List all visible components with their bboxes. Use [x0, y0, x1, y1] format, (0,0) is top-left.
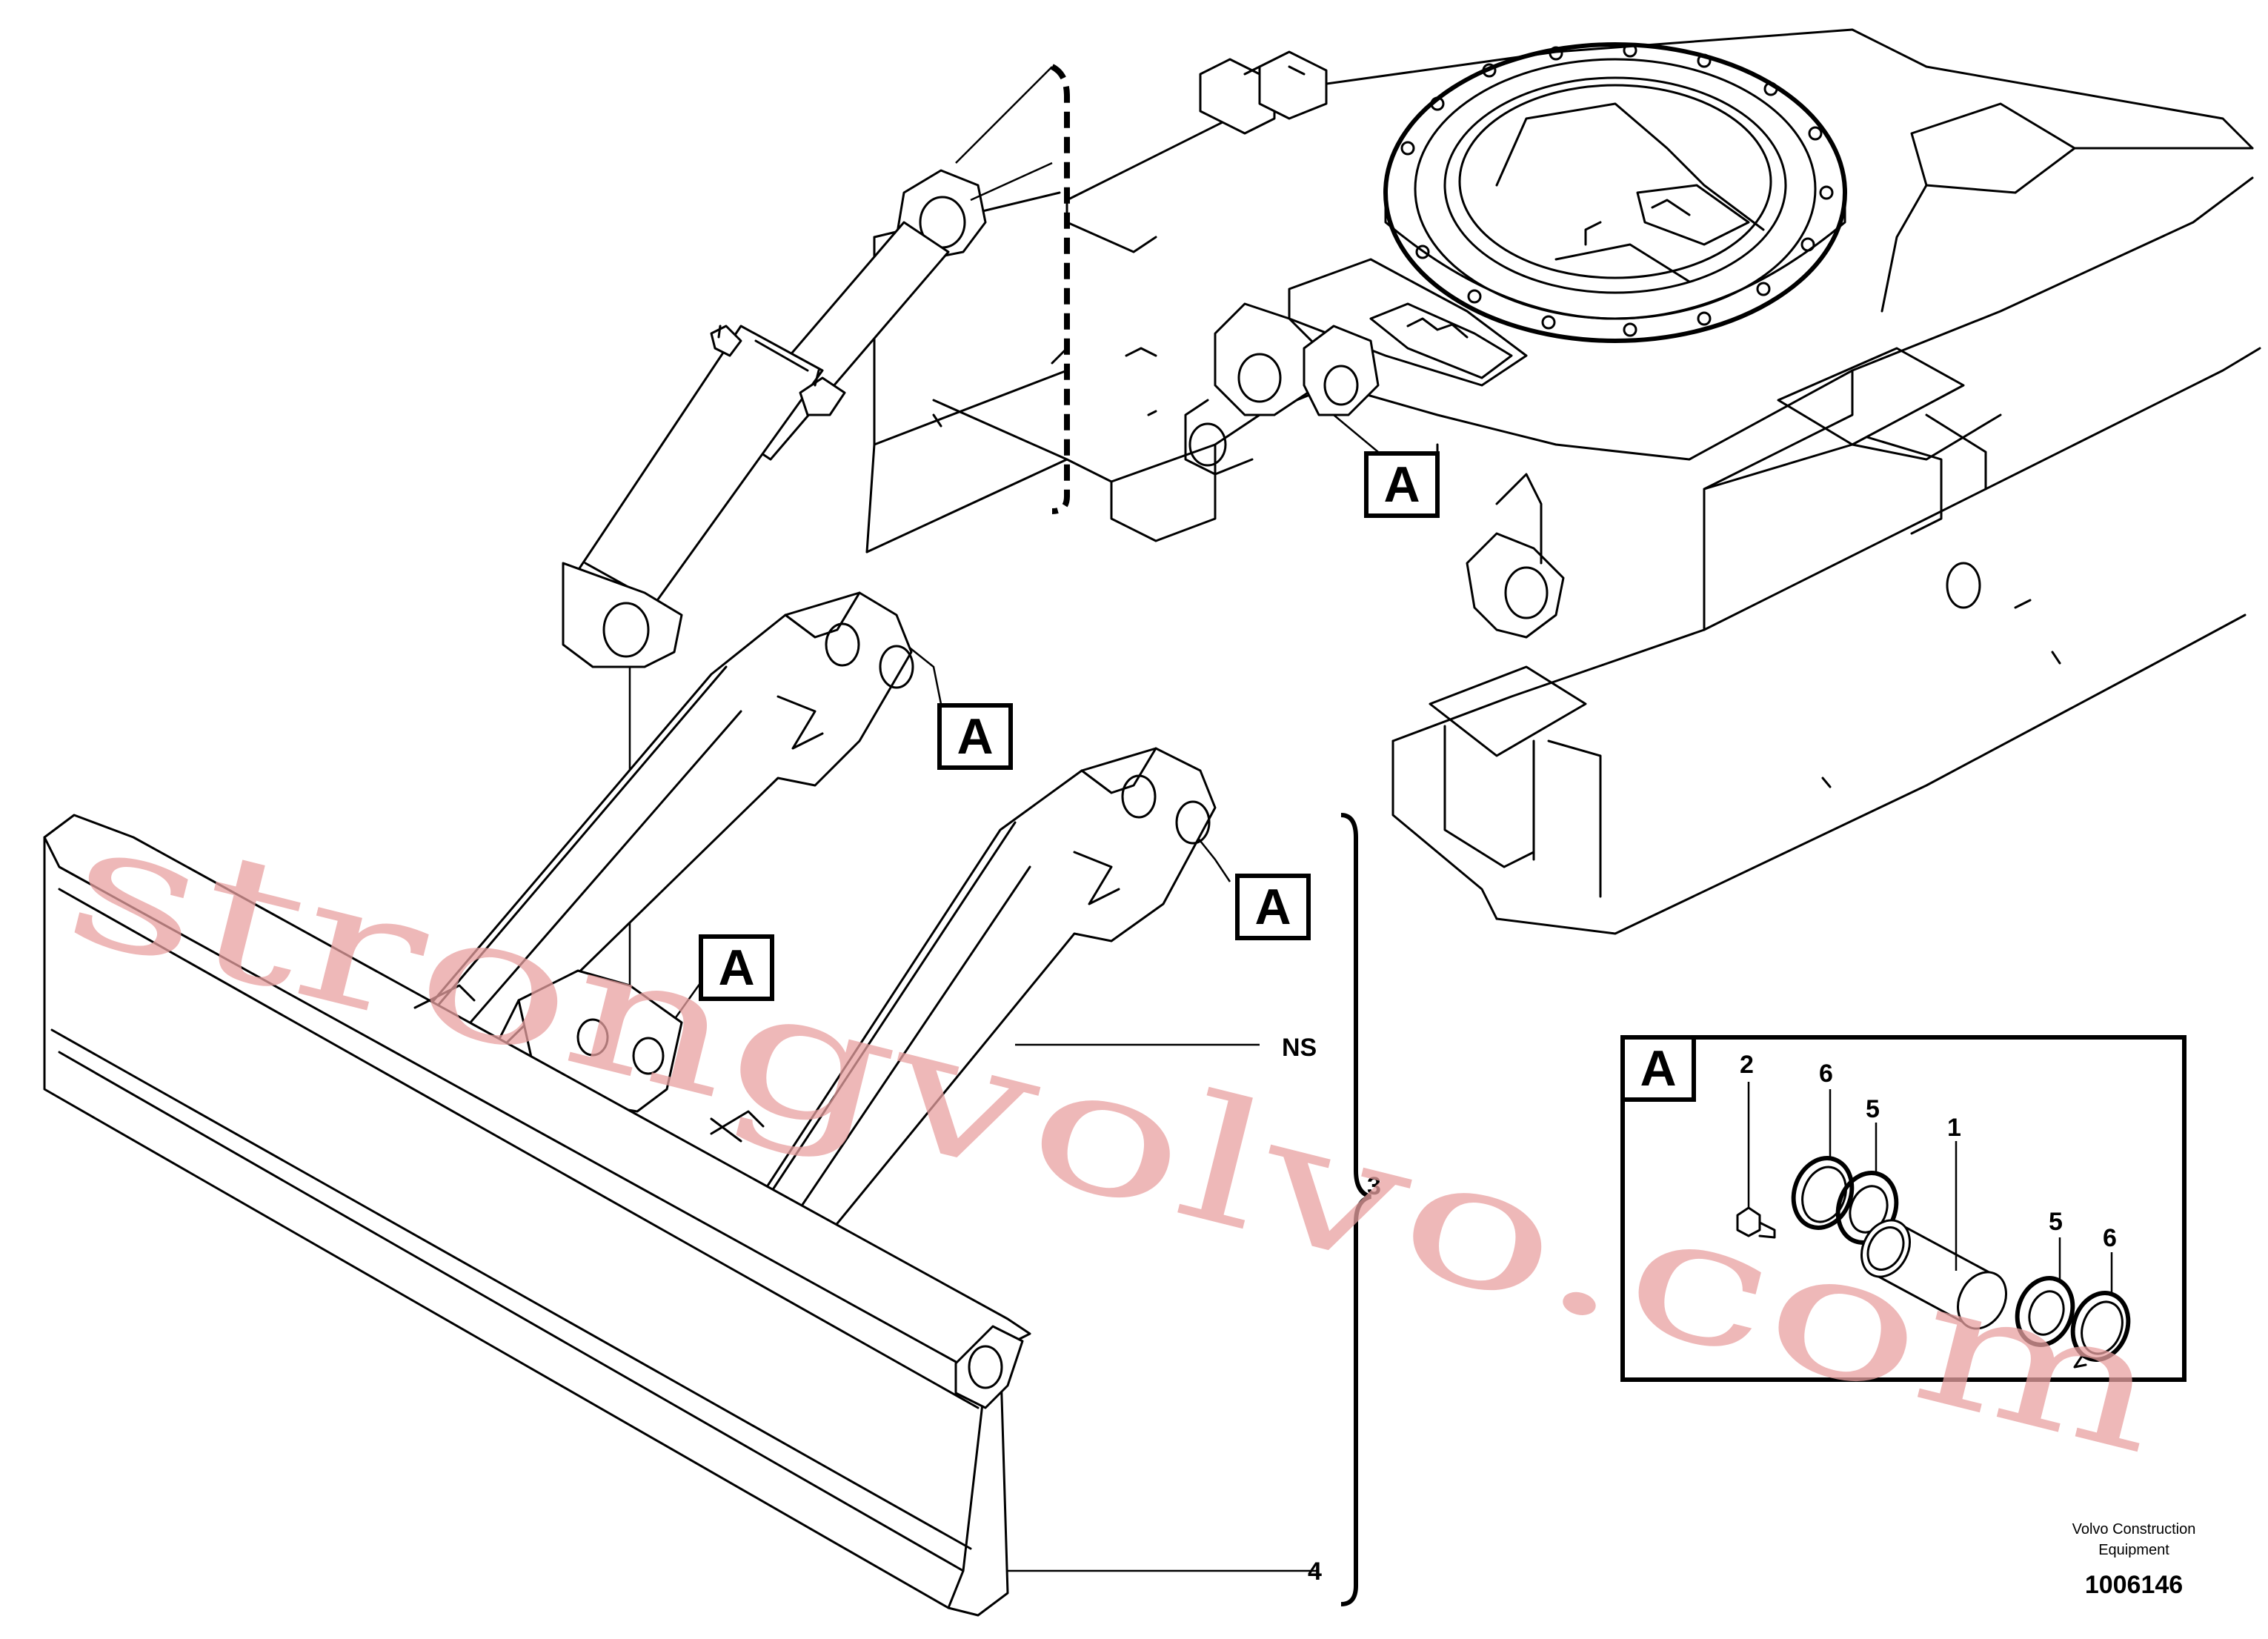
- washer-5-right: [2015, 1276, 2075, 1347]
- washer-5-left: [1835, 1171, 1899, 1245]
- callout-a-arm2: A: [1235, 874, 1311, 940]
- svg-text:A: A: [718, 940, 754, 996]
- undercarriage-frame: [865, 28, 2261, 935]
- company-line-1: Volvo Construction: [2072, 1521, 2196, 1537]
- svg-text:A: A: [1383, 456, 1420, 513]
- label-2: 2: [1740, 1051, 1754, 1079]
- detail-a-inset: A 2 6 5 1 5 6: [1620, 1035, 2186, 1382]
- ring-6-left: [1791, 1156, 1855, 1230]
- callout-a-top: A: [1364, 451, 1440, 518]
- callout-a-arm1: A: [937, 703, 1013, 770]
- svg-text:A: A: [1254, 879, 1291, 935]
- pin-1: [1860, 1219, 2007, 1330]
- label-5a: 5: [1866, 1095, 1880, 1123]
- company-line-2: Equipment: [2098, 1542, 2169, 1558]
- svg-text:A: A: [957, 708, 993, 765]
- callout-a-center: A: [699, 934, 774, 1001]
- label-6b: 6: [2103, 1224, 2117, 1252]
- label-6a: 6: [1819, 1060, 1833, 1088]
- break-line: [1050, 64, 1070, 514]
- label-3: 3: [1367, 1172, 1381, 1200]
- footer: Volvo Construction Equipment 1006146: [2072, 1521, 2196, 1599]
- label-ns: NS: [1282, 1034, 1317, 1062]
- drawing-number: 1006146: [2085, 1571, 2183, 1599]
- assembly-bracket: [1340, 813, 1371, 1606]
- label-5b: 5: [2049, 1208, 2063, 1236]
- detail-a-label: A: [1640, 1040, 1676, 1097]
- ring-6-right: [2070, 1291, 2131, 1362]
- hydraulic-cylinder: [562, 169, 987, 1319]
- label-4: 4: [1308, 1557, 1322, 1586]
- label-1: 1: [1947, 1114, 1961, 1142]
- ring-bolt-holes: [1400, 43, 1834, 337]
- dozer-blade: [43, 814, 1031, 1617]
